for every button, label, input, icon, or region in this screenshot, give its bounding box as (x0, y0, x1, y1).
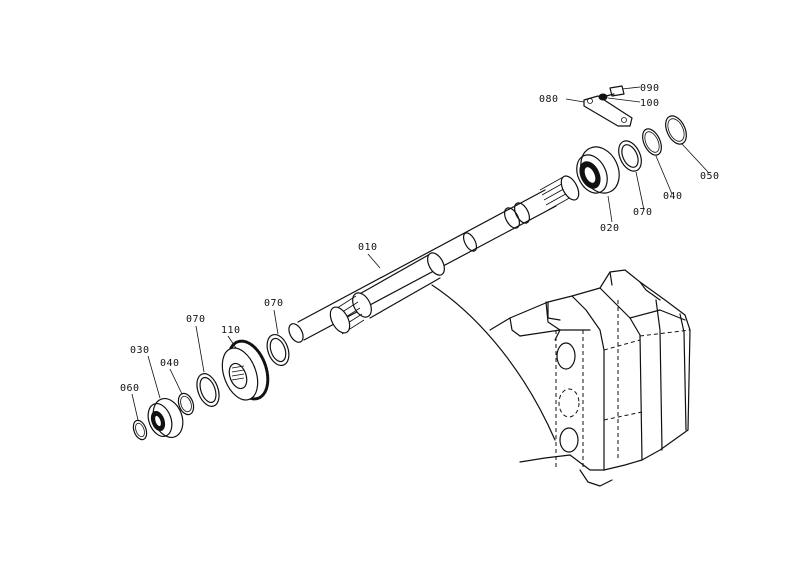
label-070-front: 070 (633, 207, 653, 218)
main-shaft (288, 175, 580, 343)
gear-110 (221, 339, 270, 401)
label-010: 010 (358, 242, 378, 253)
label-060: 060 (120, 383, 140, 394)
label-040-front: 040 (663, 191, 683, 202)
washer-070-rear (196, 373, 220, 407)
shaft-spline-front (539, 175, 580, 211)
part-labels: 010 020 070 040 050 080 090 100 110 070 … (120, 83, 720, 394)
snap-ring-060 (132, 419, 148, 441)
bolt-090 (605, 85, 625, 97)
snap-ring-040-front (642, 128, 662, 156)
label-100: 100 (640, 98, 660, 109)
label-050: 050 (700, 171, 720, 182)
bearing-020 (576, 146, 620, 194)
lock-plate-080 (583, 95, 633, 127)
label-070-rear: 070 (186, 314, 206, 325)
label-070-mid: 070 (264, 298, 284, 309)
washer-070-mid (266, 333, 290, 367)
label-080: 080 (539, 94, 559, 105)
label-040-rear: 040 (160, 358, 180, 369)
leader-lines (131, 86, 709, 421)
washer-100 (598, 93, 608, 101)
label-020: 020 (600, 223, 620, 234)
snap-ring-050 (665, 115, 687, 145)
washer-070-front (618, 140, 642, 172)
bearing-030 (147, 398, 184, 438)
assembly-guide-line (431, 284, 556, 441)
shaft-spline-rear (329, 295, 365, 335)
label-110: 110 (221, 325, 241, 336)
transmission-housing (489, 269, 691, 487)
label-090: 090 (640, 83, 660, 94)
label-030: 030 (130, 345, 150, 356)
